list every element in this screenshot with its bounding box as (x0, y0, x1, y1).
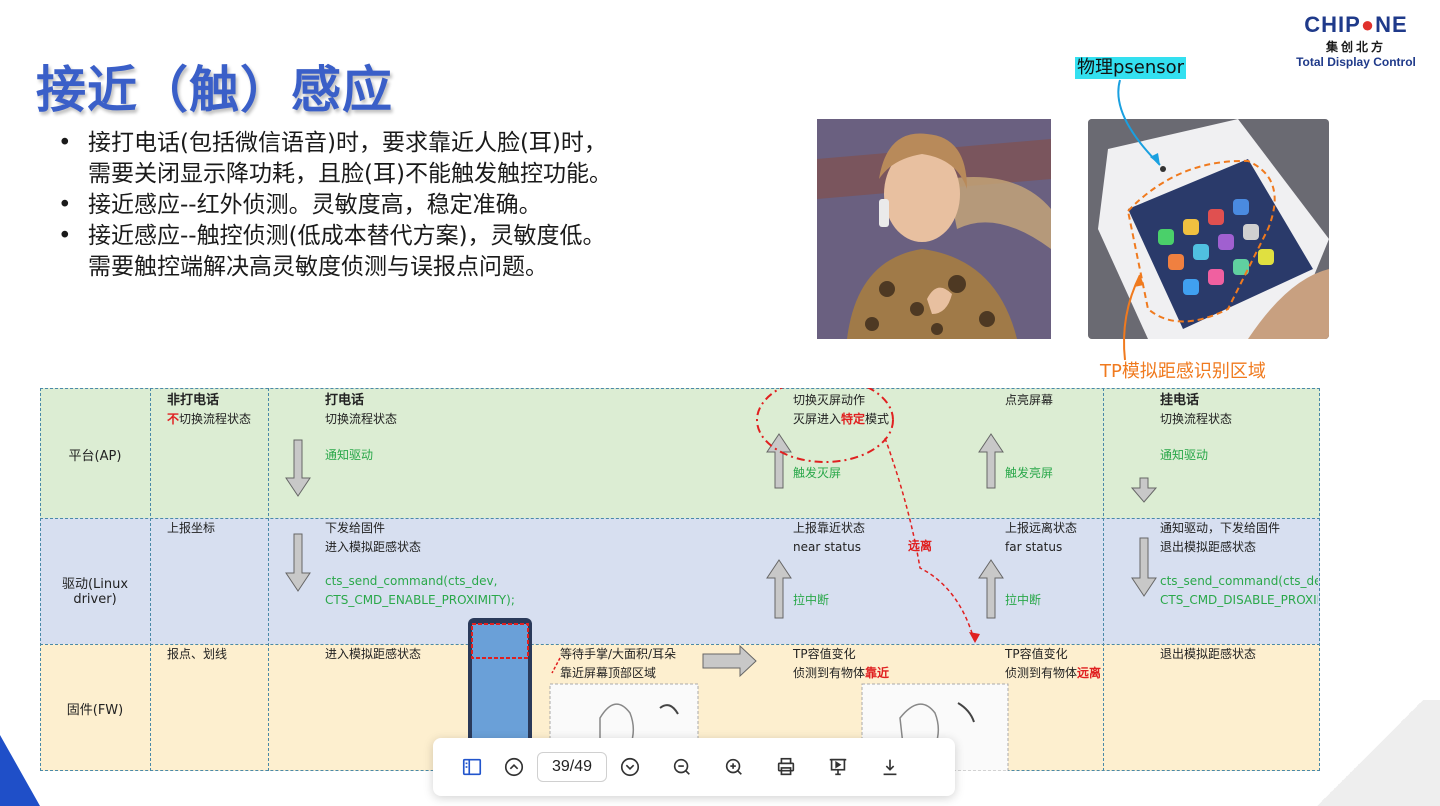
sidebar-icon[interactable] (451, 747, 493, 787)
col-far-firmware: TP容值变化侦测到有物体远离 (1005, 647, 1102, 680)
col-hangup-driver: 通知驱动，下发给固件退出模拟距感状态 (1160, 521, 1281, 554)
col-idle-firmware: 报点、划线 (167, 647, 228, 661)
flow-arrows (285, 388, 1158, 771)
ap-band (40, 388, 1320, 518)
far-label: 远离 (908, 539, 933, 553)
download-icon[interactable] (869, 747, 911, 787)
divider (1319, 388, 1320, 771)
divider (268, 388, 269, 771)
col-near-ap: 切换灭屏动作灭屏进入特定模式 (793, 393, 890, 426)
bullet-text: 接打电话(包括微信语音)时，要求靠近人脸(耳)时， (88, 130, 607, 156)
phone-in-hand-photo (1088, 119, 1329, 339)
col-call-firmware: 进入模拟距感状态 (325, 647, 422, 661)
col-idle-driver: 上报坐标 (167, 521, 216, 535)
bullet-item: 接打电话(包括微信语音)时，要求靠近人脸(耳)时， 需要关闭显示降功耗，且脸(耳… (58, 128, 778, 190)
row-label-ap: 平台(AP) (68, 449, 122, 464)
zoom-out-icon[interactable] (661, 747, 703, 787)
near-irq: 拉中断 (793, 593, 830, 607)
col-far-ap: 点亮屏幕 (1005, 393, 1054, 407)
corner-decoration (1300, 700, 1440, 806)
col-hangup-ap: 挂电话切换流程状态 (1160, 393, 1233, 426)
divider (150, 388, 151, 771)
row-label-firmware: 固件(FW) (66, 703, 124, 718)
page-indicator[interactable]: 39/49 (537, 752, 607, 782)
col-hangup-firmware: 退出模拟距感状态 (1160, 647, 1257, 661)
flow-diagram: 平台(AP) 驱动(Linux driver) 固件(FW) 非打电话不切换流程… (40, 388, 1320, 771)
viewer-toolbar: 39/49 (433, 738, 955, 796)
print-icon[interactable] (765, 747, 807, 787)
divider (1103, 388, 1104, 771)
row-label-driver: 驱动(Linux driver) (61, 577, 129, 607)
divider (40, 644, 1320, 645)
col-idle-ap: 非打电话不切换流程状态 (167, 393, 252, 426)
logo-cn-name: 集创北方 (1325, 40, 1386, 54)
trigger-screen-off: 触发灭屏 (793, 466, 842, 480)
bullet-text: 接近感应--红外侦测。灵敏度高，稳定准确。 (88, 192, 542, 218)
driver-band (40, 518, 1320, 644)
bullet-text: 接近感应--触控侦测(低成本替代方案)，灵敏度低。 (88, 223, 606, 249)
bullet-text: 需要触控端解决高灵敏度侦测与误报点问题。 (88, 254, 548, 280)
bullet-list: 接打电话(包括微信语音)时，要求靠近人脸(耳)时， 需要关闭显示降功耗，且脸(耳… (58, 128, 778, 283)
callout-arrows (1117, 79, 1161, 361)
present-icon[interactable] (817, 747, 859, 787)
divider (40, 388, 41, 771)
psensor-label: 物理psensor (1075, 57, 1187, 79)
disable-proximity-cmd: cts_send_command(cts_dev,CTS_CMD_DISABLE… (1160, 574, 1318, 607)
corner-decoration (0, 735, 40, 806)
enable-proximity-cmd: cts_send_command(cts_dev,CTS_CMD_ENABLE_… (325, 574, 515, 607)
logo-tagline: Total Display Control (1296, 55, 1416, 69)
bullet-item: 接近感应--红外侦测。灵敏度高，稳定准确。 (58, 190, 778, 221)
divider (40, 388, 1320, 389)
slide-title: 接近（触）感应 (36, 61, 393, 119)
col-call-ap: 打电话切换流程状态 (325, 393, 398, 426)
call-notify-driver: 通知驱动 (325, 448, 374, 462)
hangup-notify-driver: 通知驱动 (1160, 448, 1209, 462)
logo-wordmark: CHIP●NE (1304, 12, 1408, 37)
divider (40, 518, 1320, 519)
zoom-in-icon[interactable] (713, 747, 755, 787)
col-near-firmware: TP容值变化侦测到有物体靠近 (793, 647, 890, 680)
bullet-text: 需要关闭显示降功耗，且脸(耳)不能触发触控功能。 (88, 161, 612, 187)
col-call-driver: 下发给固件进入模拟距感状态 (325, 521, 422, 554)
next-page-icon[interactable] (609, 747, 651, 787)
prev-page-icon[interactable] (493, 747, 535, 787)
tp-region-label: TP模拟距感识别区域 (1100, 361, 1266, 382)
woman-on-phone-photo (817, 119, 1051, 339)
far-irq: 拉中断 (1005, 593, 1042, 607)
bullet-item: 接近感应--触控侦测(低成本替代方案)，灵敏度低。 需要触控端解决高灵敏度侦测与… (58, 221, 778, 283)
trigger-screen-on: 触发亮屏 (1005, 466, 1054, 480)
fw-wait-text: 等待手掌/大面积/耳朵靠近屏幕顶部区域 (560, 647, 677, 680)
company-logo: CHIP●NE 集创北方 Total Display Control (1282, 12, 1430, 69)
